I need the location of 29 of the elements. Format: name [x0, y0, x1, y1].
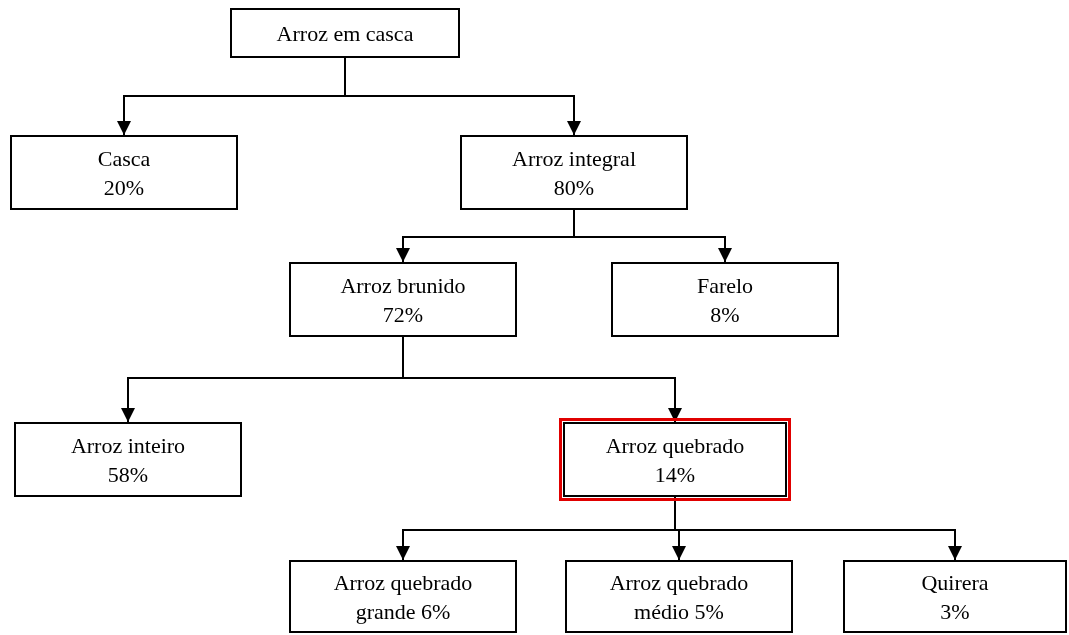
- process-box: [843, 560, 1067, 633]
- percentage: 20%: [103, 173, 145, 202]
- percentage: 14%: [654, 460, 696, 489]
- node-label: Arroz quebrado grande 6%: [332, 568, 474, 626]
- arrow: [344, 57, 581, 136]
- percentage: 72%: [382, 300, 424, 329]
- percentage: 3%: [940, 597, 970, 626]
- arrow: [573, 209, 732, 263]
- node-label: Arroz brunido: [340, 271, 466, 300]
- process-box: [611, 262, 839, 337]
- percentage: 58%: [107, 460, 149, 489]
- percentage: 80%: [553, 173, 595, 202]
- process-box: [230, 8, 460, 58]
- node-label: Farelo: [696, 271, 754, 300]
- arrow: [402, 336, 682, 423]
- process-box: [10, 135, 238, 210]
- node-label: Casca: [97, 144, 151, 173]
- node-label: Arroz quebrado médio 5%: [608, 568, 750, 626]
- node-label: Arroz integral: [512, 144, 636, 173]
- node-label: Arroz em casca: [276, 19, 414, 48]
- percentage: 8%: [710, 300, 740, 329]
- process-box: [460, 135, 688, 210]
- node-label: Arroz quebrado: [605, 431, 745, 460]
- node-label: Arroz inteiro: [70, 431, 186, 460]
- process-box: [565, 560, 793, 633]
- node-label: Quirera: [921, 568, 989, 597]
- process-box: [289, 560, 517, 633]
- process-box: [289, 262, 517, 337]
- process-box: [14, 422, 242, 497]
